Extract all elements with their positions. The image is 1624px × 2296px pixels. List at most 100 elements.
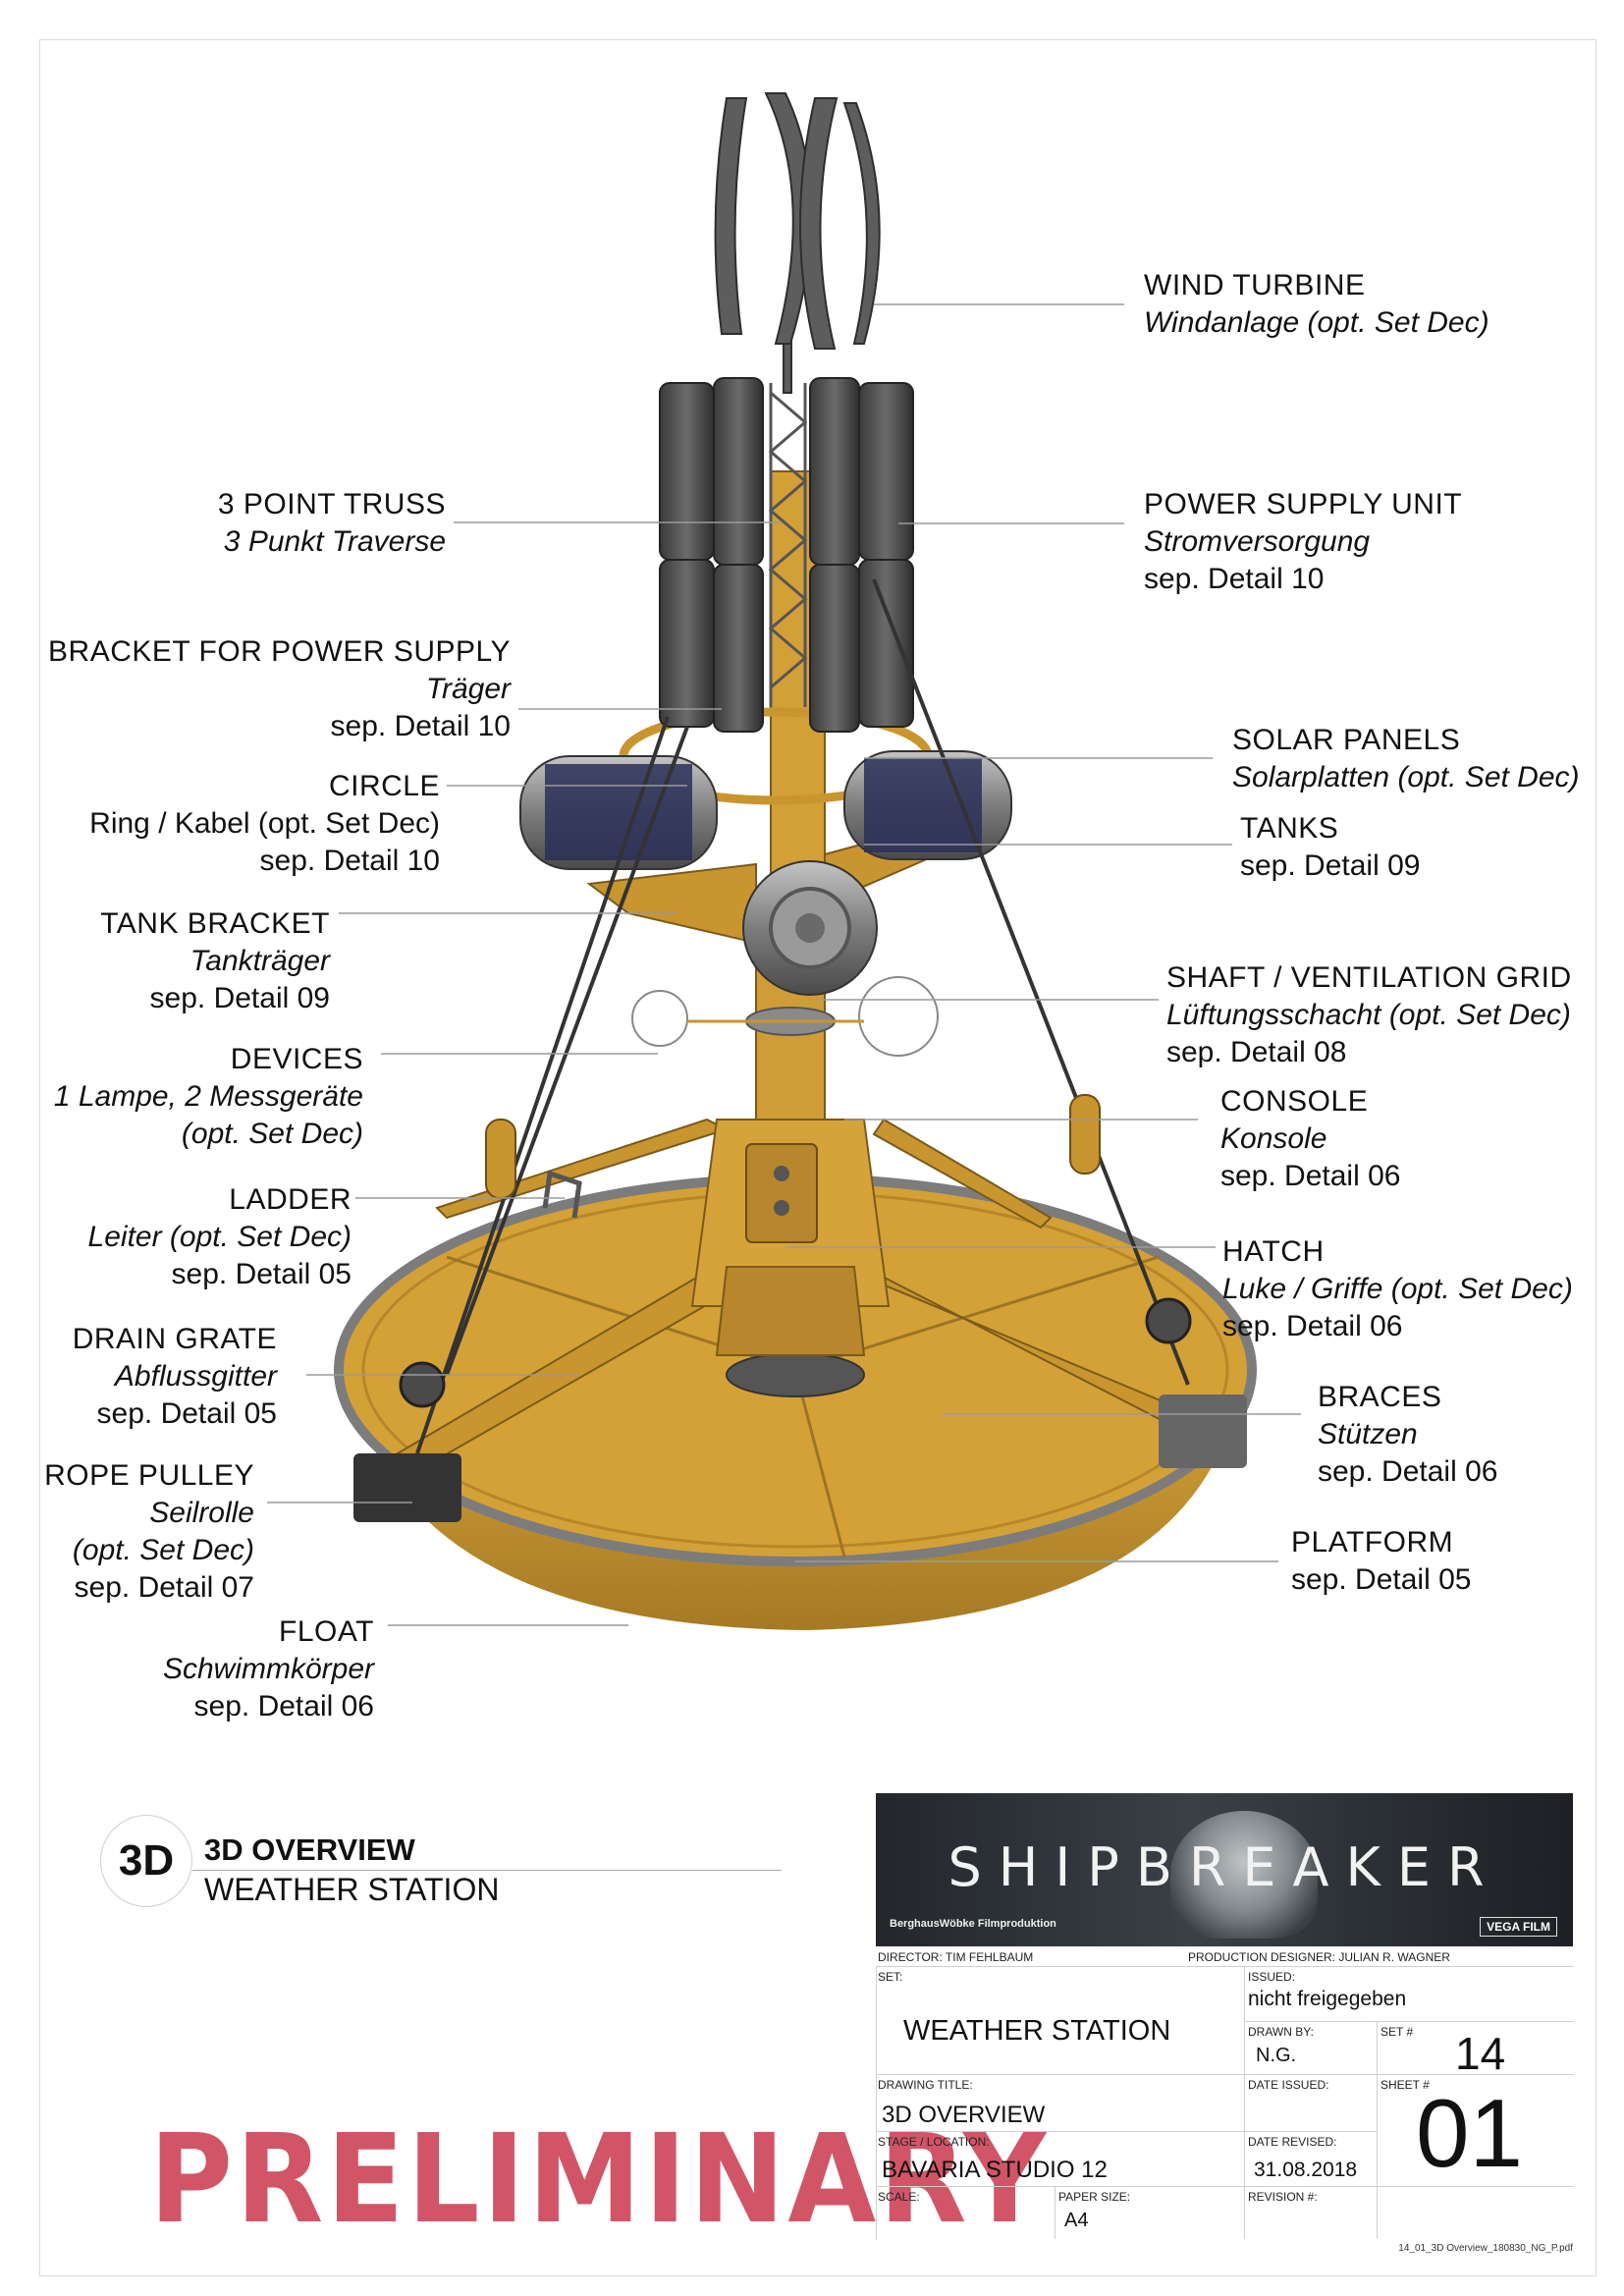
label-line: Tankträger <box>189 945 330 977</box>
label-truss: 3 POINT TRUSS 3 Punkt Traverse <box>218 486 446 561</box>
drawing-title-caption: DRAWING TITLE: <box>878 2078 973 2092</box>
date-revised-caption: DATE REVISED: <box>1248 2135 1337 2149</box>
grid-line <box>1055 2186 1056 2239</box>
label-hatch: HATCH Luke / Griffe (opt. Set Dec) sep. … <box>1222 1233 1573 1345</box>
label-line: BRACES <box>1318 1381 1442 1413</box>
revision-caption: REVISION #: <box>1248 2190 1318 2204</box>
label-line: Stützen <box>1318 1418 1418 1450</box>
label-line: DRAIN GRATE <box>72 1323 277 1355</box>
label-line: HATCH <box>1222 1235 1325 1268</box>
grid <box>876 1966 1574 2240</box>
label-line: 3 Punkt Traverse <box>223 525 446 558</box>
label-line: WIND TURBINE <box>1144 269 1366 301</box>
three-point-truss <box>768 383 808 707</box>
view-badge: 3D <box>100 1815 192 1907</box>
label-console: CONSOLE Konsole sep. Detail 06 <box>1220 1083 1400 1195</box>
label-tanks: TANKS sep. Detail 09 <box>1240 810 1420 885</box>
overview-subtitle: WEATHER STATION <box>204 1872 500 1907</box>
label-line: Leiter (opt. Set Dec) <box>87 1221 352 1253</box>
devices <box>631 976 939 1057</box>
label-bracket-power: BRACKET FOR POWER SUPPLY Träger sep. Det… <box>48 633 511 745</box>
label-line: sep. Detail 09 <box>149 982 330 1014</box>
scale-caption: SCALE: <box>878 2190 920 2204</box>
vega-logo: VEGA FILM <box>1480 1917 1557 1937</box>
drawn-by-value: N.G. <box>1256 2045 1297 2066</box>
grid-line <box>1377 2021 1378 2239</box>
label-line: sep. Detail 10 <box>1144 563 1325 595</box>
label-line: sep. Detail 05 <box>1291 1563 1472 1596</box>
project-name: SHIPBREAKER <box>947 1836 1501 1898</box>
label-line: Träger <box>425 673 511 705</box>
grid-line <box>876 2186 1574 2187</box>
label-line: TANK BRACKET <box>100 907 330 940</box>
label-line: ROPE PULLEY <box>44 1459 254 1492</box>
label-line: (opt. Set Dec) <box>72 1534 254 1566</box>
grid-line <box>876 2131 1378 2132</box>
stage-value: BAVARIA STUDIO 12 <box>882 2157 1108 2183</box>
rope-pulley-left <box>353 1453 461 1522</box>
label-solar-panels: SOLAR PANELS Solarplatten (opt. Set Dec) <box>1232 722 1580 796</box>
set-number-value: 14 <box>1455 2028 1506 2079</box>
ladder <box>542 1170 582 1219</box>
set-number-caption: SET # <box>1380 2025 1414 2039</box>
label-line: 3 POINT TRUSS <box>217 488 446 520</box>
label-line: BRACKET FOR POWER SUPPLY <box>48 635 511 668</box>
label-line: Solarplatten (opt. Set Dec) <box>1232 761 1580 793</box>
label-line: SHAFT / VENTILATION GRID <box>1166 961 1572 994</box>
label-line: Abflussgitter <box>114 1360 277 1393</box>
stage-caption: STAGE / LOCATION: <box>878 2135 990 2149</box>
grid-line <box>876 2074 1574 2075</box>
overview-title: 3D OVERVIEW <box>204 1832 415 1867</box>
label-line: (opt. Set Dec) <box>181 1118 363 1150</box>
drawing-title-value: 3D OVERVIEW <box>882 2102 1046 2128</box>
label-line: sep. Detail 05 <box>171 1258 352 1290</box>
power-supply-unit <box>659 377 914 733</box>
label-line: sep. Detail 07 <box>74 1571 254 1604</box>
paper-size-caption: PAPER SIZE: <box>1058 2190 1131 2204</box>
rope-left <box>415 716 670 1454</box>
grid-line <box>1244 1966 1245 2239</box>
sheet-frame <box>39 39 1597 2276</box>
label-power-supply-unit: POWER SUPPLY UNIT Stromversorgung sep. D… <box>1144 486 1462 598</box>
production-company-logo: BerghausWöbke Filmproduktion <box>890 1918 1056 1930</box>
wind-turbine <box>714 92 881 394</box>
date-revised-value: 31.08.2018 <box>1254 2159 1358 2181</box>
issued-value: nicht freigegeben <box>1248 1988 1407 2010</box>
label-shaft: SHAFT / VENTILATION GRID Lüftungsschacht… <box>1166 959 1572 1071</box>
label-line: Schwimmkörper <box>162 1653 374 1685</box>
label-devices: DEVICES 1 Lampe, 2 Messgeräte (opt. Set … <box>54 1041 363 1153</box>
sheet-value: 01 <box>1416 2079 1524 2187</box>
label-wind-turbine: WIND TURBINE Windanlage (opt. Set Dec) <box>1144 267 1489 342</box>
label-float: FLOAT Schwimmkörper sep. Detail 06 <box>163 1613 374 1725</box>
label-line: Lüftungsschacht (opt. Set Dec) <box>1166 999 1571 1031</box>
label-line: Konsole <box>1220 1122 1327 1155</box>
label-line: 1 Lampe, 2 Messgeräte <box>53 1080 363 1113</box>
divider <box>192 1870 782 1871</box>
label-line: CIRCLE <box>328 770 440 802</box>
issued-caption: ISSUED: <box>1248 1970 1296 1984</box>
leader-lines <box>267 303 1301 1626</box>
label-rope-pulley: ROPE PULLEY Seilrolle (opt. Set Dec) sep… <box>44 1457 254 1607</box>
label-line: Luke / Griffe (opt. Set Dec) <box>1222 1273 1573 1305</box>
date-issued-caption: DATE ISSUED: <box>1248 2078 1329 2092</box>
label-line: TANKS <box>1240 812 1339 845</box>
brace-back-right <box>872 1118 1053 1230</box>
label-line: POWER SUPPLY UNIT <box>1144 488 1463 520</box>
director: DIRECTOR: TIM FEHLBAUM <box>878 1950 1034 1964</box>
label-line: Ring / Kabel (opt. Set Dec) <box>89 807 440 840</box>
label-line: Windanlage (opt. Set Dec) <box>1144 306 1489 339</box>
label-line: Seilrolle <box>149 1497 254 1529</box>
label-braces: BRACES Stützen sep. Detail 06 <box>1318 1379 1497 1491</box>
label-line: Stromversorgung <box>1144 525 1371 558</box>
grid-line <box>1244 2021 1574 2022</box>
label-line: sep. Detail 05 <box>96 1397 277 1430</box>
set-value: WEATHER STATION <box>903 2015 1171 2047</box>
drawn-by-caption: DRAWN BY: <box>1248 2025 1314 2039</box>
grid-line <box>876 1966 877 2069</box>
label-line: sep. Detail 10 <box>330 710 511 742</box>
rope-pulley-right <box>1159 1394 1247 1468</box>
rope-right <box>872 578 1190 1386</box>
label-line: CONSOLE <box>1220 1085 1369 1118</box>
grid-line <box>1244 1966 1574 1967</box>
